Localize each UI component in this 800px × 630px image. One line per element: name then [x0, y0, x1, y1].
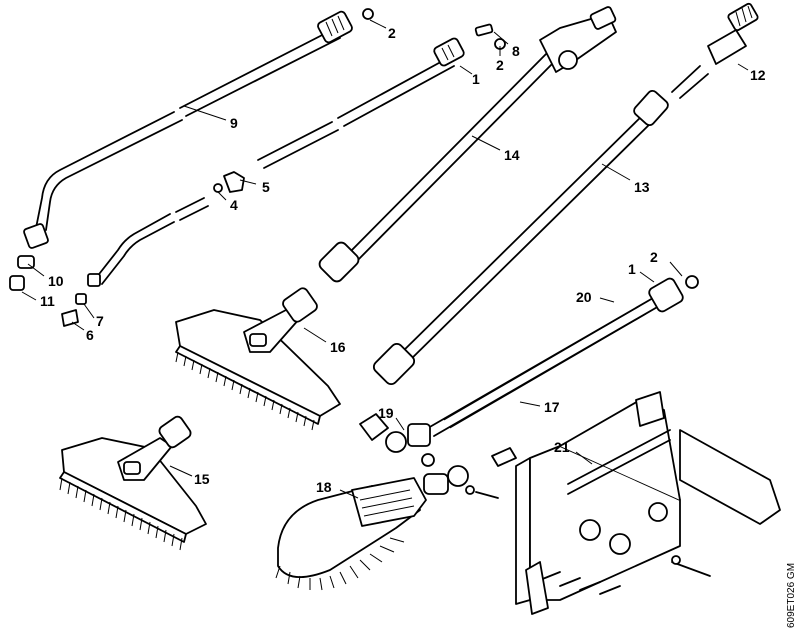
brush-bristles-16	[175, 351, 315, 431]
rotating-brush-18	[275, 465, 469, 591]
callout-7: 7	[96, 313, 104, 329]
callout-2-top: 2	[388, 25, 396, 41]
callout-1-right: 1	[628, 261, 636, 277]
callout-14: 14	[504, 147, 520, 163]
brush-bristles-15	[59, 477, 183, 551]
callout-10: 10	[48, 273, 64, 289]
callout-18: 18	[316, 479, 332, 495]
callout-17: 17	[544, 399, 560, 415]
leader-lines	[21, 19, 749, 499]
callout-21: 21	[554, 439, 570, 455]
reference-code: 609ET026 GM	[786, 563, 797, 628]
callout-2-mid: 2	[496, 57, 504, 73]
wash-brush-16	[175, 287, 341, 431]
callout-12: 12	[750, 67, 766, 83]
brush-bristles-18	[275, 537, 405, 591]
callout-19: 19	[378, 405, 394, 421]
extension-tube-17-20	[359, 275, 699, 499]
callout-15: 15	[194, 471, 210, 487]
callout-13: 13	[634, 179, 650, 195]
callout-8: 8	[512, 43, 520, 59]
wall-holder-21	[515, 391, 781, 615]
callout-4: 4	[230, 197, 238, 213]
callout-9: 9	[230, 115, 238, 131]
spray-lance-14	[318, 6, 617, 283]
callout-2-right: 2	[650, 249, 658, 265]
straight-tube-1	[257, 37, 465, 169]
callout-11: 11	[40, 293, 55, 309]
short-bent-lance-4	[87, 171, 245, 287]
bent-lance-9	[23, 8, 374, 249]
callout-1-top: 1	[472, 71, 480, 87]
small-fittings	[9, 23, 506, 327]
extension-tube-13	[372, 89, 669, 386]
callout-5: 5	[262, 179, 270, 195]
callout-16: 16	[330, 339, 346, 355]
callout-6: 6	[86, 327, 94, 343]
callout-labels: 2 1 2 8 9 5 4 10 11 7 6 12 14 13 16 15 1…	[40, 25, 766, 495]
wash-brush-15	[59, 415, 207, 551]
coupling-12	[671, 2, 759, 99]
callout-20: 20	[576, 289, 592, 305]
